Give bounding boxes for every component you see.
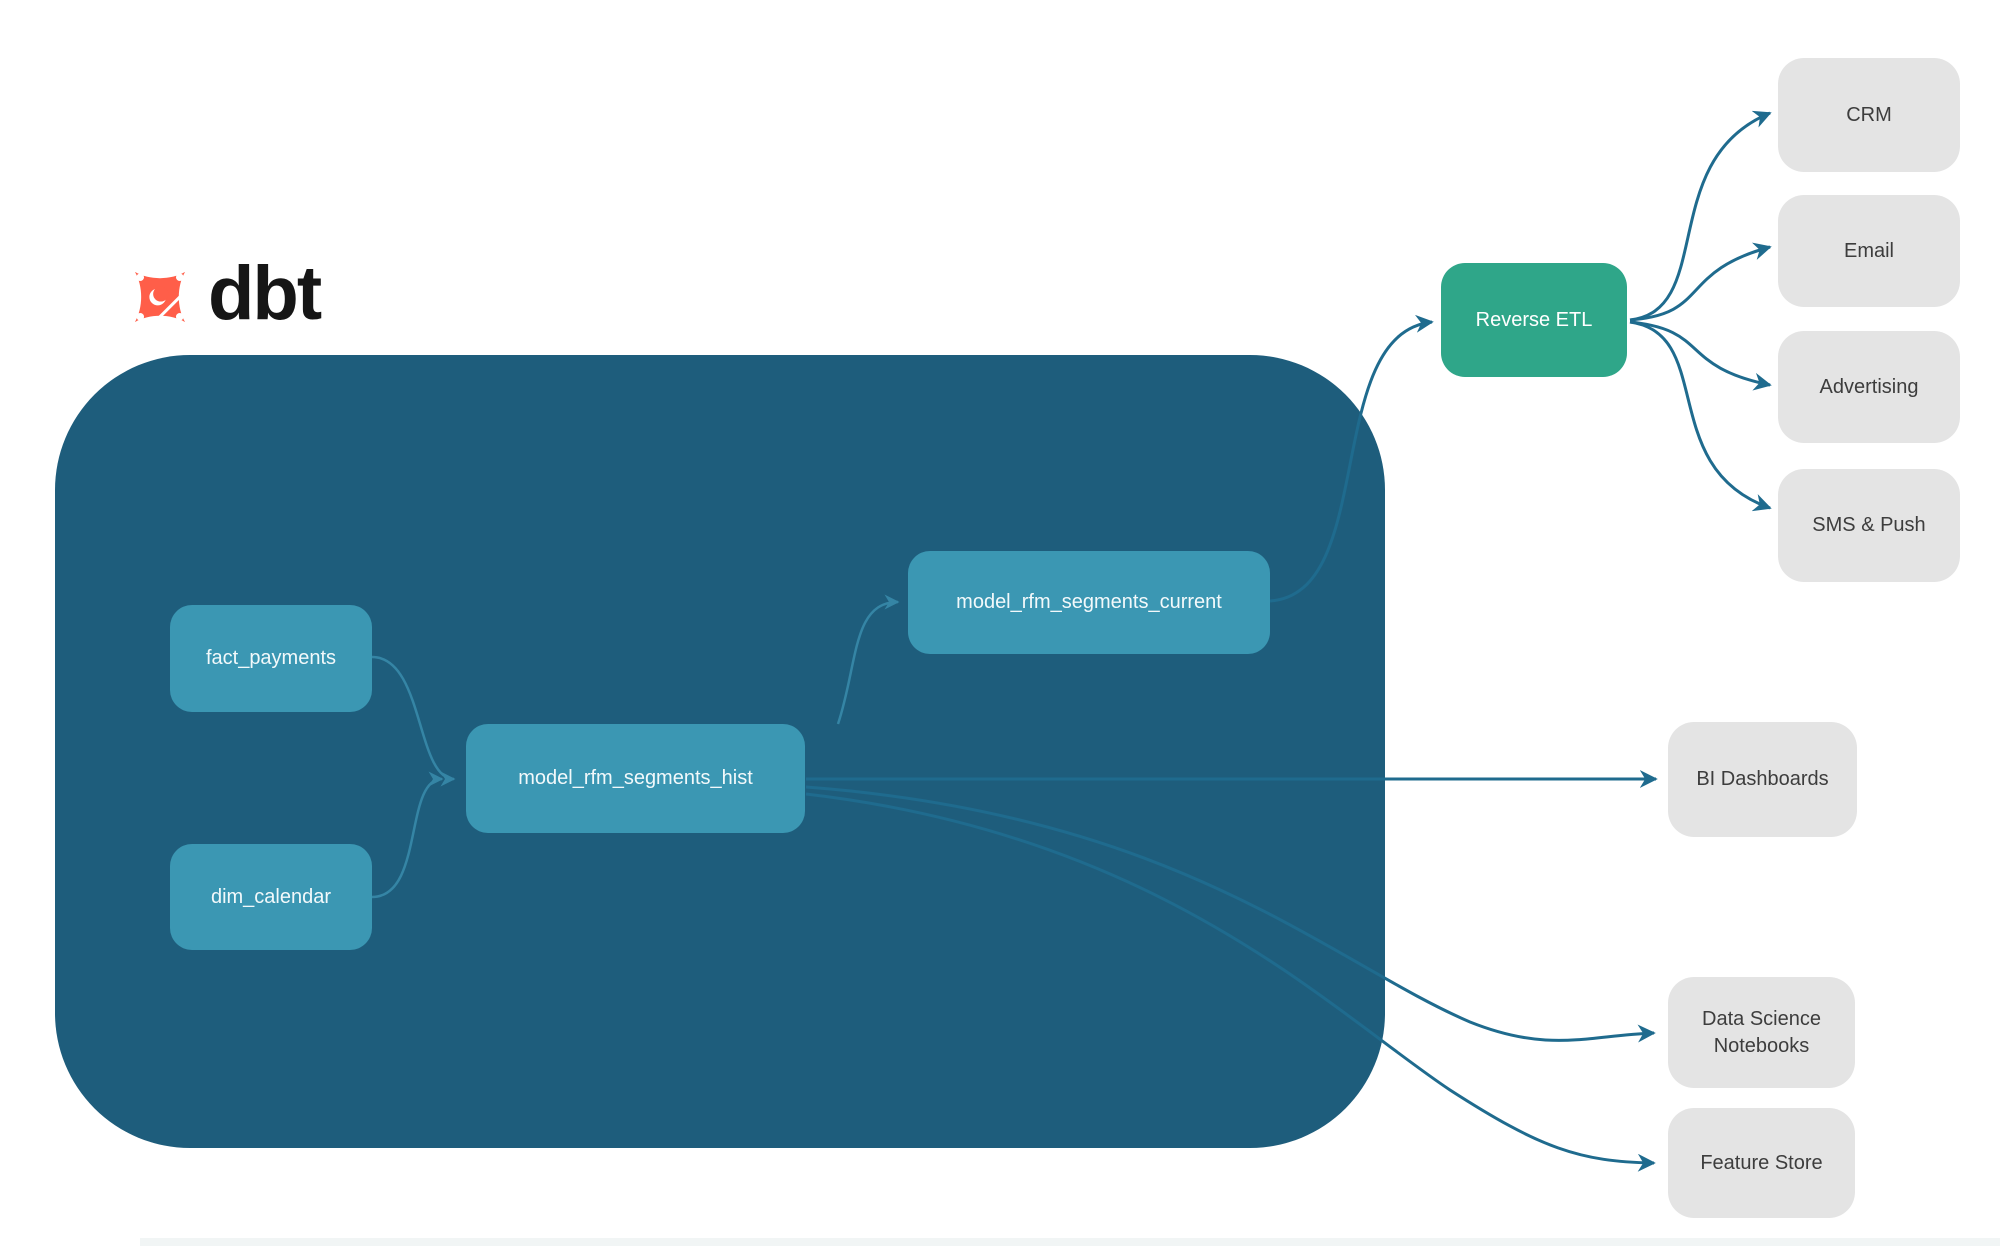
dbt-star-icon xyxy=(134,271,197,334)
node-model-rfm-segments-hist: model_rfm_segments_hist xyxy=(466,724,805,833)
node-dim-calendar: dim_calendar xyxy=(170,844,372,950)
node-advertising: Advertising xyxy=(1778,331,1960,443)
node-sms-push: SMS & Push xyxy=(1778,469,1960,582)
edge-reverse-etl-to-email xyxy=(1629,242,1772,322)
dbt-logo: dbt xyxy=(122,251,322,338)
node-email: Email xyxy=(1778,195,1960,307)
node-bi-dashboards: BI Dashboards xyxy=(1668,722,1857,837)
node-feature-store: Feature Store xyxy=(1668,1108,1855,1218)
node-label: Data Science Notebooks xyxy=(1702,1007,1821,1057)
node-label: Advertising xyxy=(1819,375,1919,398)
node-label: dim_calendar xyxy=(210,885,332,908)
node-label: CRM xyxy=(1846,103,1892,126)
node-label: Feature Store xyxy=(1700,1151,1823,1174)
edge-reverse-etl-to-crm xyxy=(1629,110,1772,322)
edge-reverse-etl-to-advertising xyxy=(1629,320,1772,391)
node-label: Reverse ETL xyxy=(1475,308,1593,331)
node-label: model_rfm_segments_current xyxy=(956,591,1222,613)
dbt-wordmark: dbt xyxy=(208,251,322,336)
node-label: fact_payments xyxy=(205,647,337,669)
node-crm: CRM xyxy=(1778,58,1960,172)
node-fact-payments: fact_payments xyxy=(170,605,372,712)
edge-reverse-etl-to-sms xyxy=(1629,320,1772,512)
node-data-science-notebooks: Data Science Notebooks xyxy=(1668,977,1855,1088)
bottom-edge-strip xyxy=(140,1238,2000,1246)
node-model-rfm-segments-current: model_rfm_segments_current xyxy=(908,551,1270,654)
node-label: Email xyxy=(1843,239,1894,262)
node-label: SMS & Push xyxy=(1812,514,1926,536)
node-reverse-etl: Reverse ETL xyxy=(1441,263,1627,377)
node-label: BI Dashboards xyxy=(1696,768,1829,790)
node-label: model_rfm_segments_hist xyxy=(518,767,753,789)
